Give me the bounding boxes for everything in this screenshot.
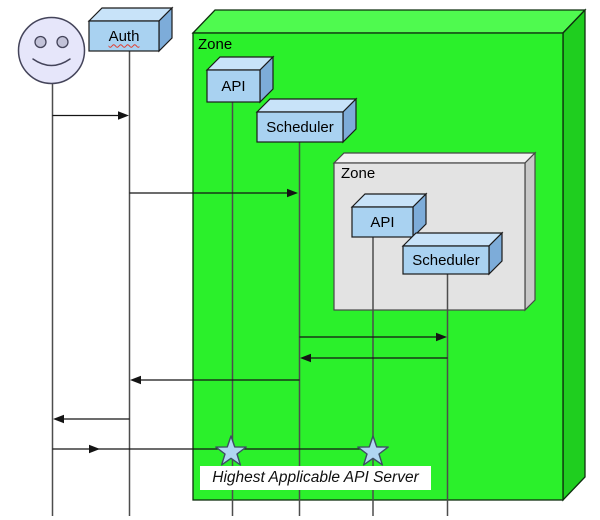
api-server-star-icon <box>215 435 247 466</box>
message-arrow-actor-to-auth <box>52 111 129 120</box>
inner-zone-label: Zone <box>341 165 376 182</box>
api-server-star-icon <box>357 435 389 466</box>
inner-scheduler-node-box <box>401 231 504 276</box>
actor-face <box>17 16 86 85</box>
outer-api-node-box <box>205 55 275 104</box>
outer-api-node-label: API <box>221 77 246 95</box>
message-arrow-outer-to-inner-scheduler <box>299 332 447 342</box>
message-arrow-inner-to-outer-scheduler <box>300 353 448 363</box>
outer-zone-top-face <box>191 9 587 34</box>
outer-zone-label: Zone <box>198 36 233 53</box>
actor-mouth <box>32 58 71 67</box>
annotation-background <box>200 466 431 490</box>
outer-zone-side-face <box>562 8 586 502</box>
inner-api-node-label: API <box>370 213 395 231</box>
annotation-label: Highest Applicable API Server <box>212 469 419 487</box>
message-arrow-auth-to-actor <box>53 414 130 424</box>
actor-left-eye <box>34 35 47 49</box>
auth-node-box <box>87 6 174 53</box>
actor-right-eye <box>56 35 69 49</box>
message-arrow-auth-to-outer-scheduler <box>129 188 298 198</box>
inner-zone-top-face <box>332 152 537 164</box>
message-arrow-outer-scheduler-to-auth <box>130 375 300 385</box>
inner-zone-side-face <box>524 151 536 312</box>
outer-scheduler-node-label: Scheduler <box>266 118 334 136</box>
smiley-actor-icon <box>17 16 86 85</box>
inner-api-node-box <box>350 192 428 239</box>
auth-node-label: Auth <box>108 27 140 45</box>
message-arrow-actor-to-inner-api <box>52 444 373 454</box>
outer-scheduler-node-box <box>255 97 358 144</box>
inner-scheduler-node-label: Scheduler <box>412 251 480 269</box>
